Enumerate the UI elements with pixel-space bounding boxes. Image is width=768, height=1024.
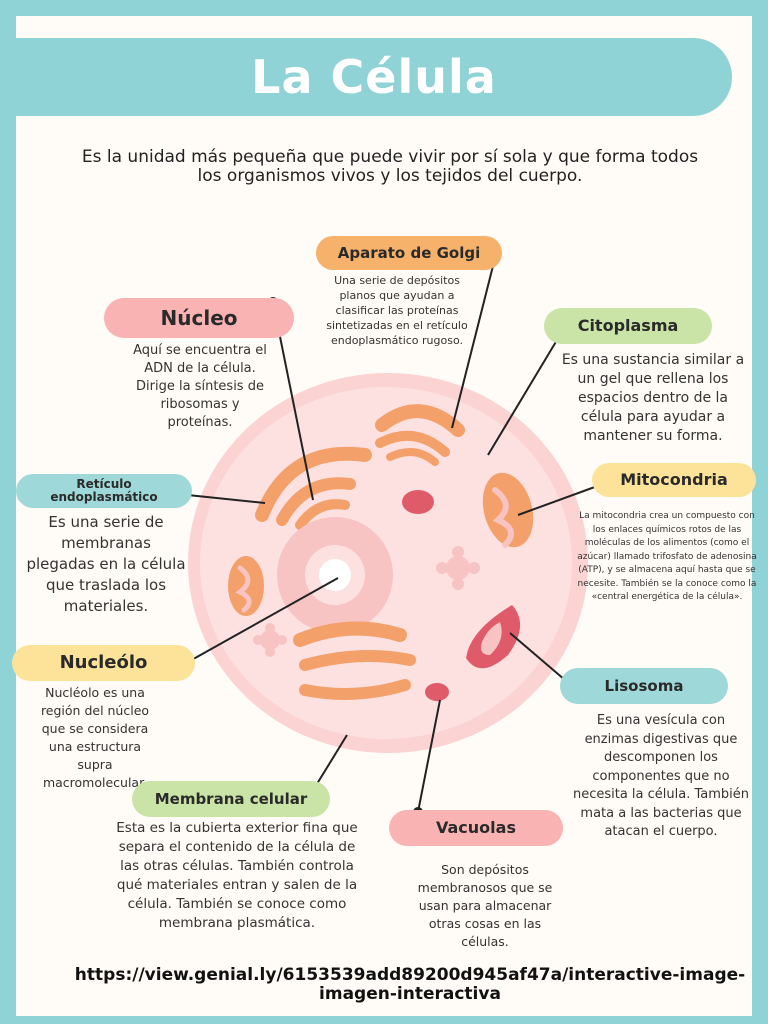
source-link[interactable]: https://view.genial.ly/6153539add89200d9…: [74, 965, 746, 1004]
label-vacuolas[interactable]: Vacuolas: [389, 810, 563, 846]
vacuole-shape: [425, 683, 449, 701]
label-citoplasma[interactable]: Citoplasma: [544, 308, 712, 344]
label-reticulo[interactable]: Retículo endoplasmático: [16, 474, 192, 508]
membrana-description: Esta es la cubierta exterior fina que se…: [116, 820, 358, 931]
label-mitocondria[interactable]: Mitocondria: [592, 463, 756, 497]
citoplasma-description: Es una sustancia similar a un gel que re…: [561, 352, 745, 444]
red-vesicle-shape: [402, 490, 434, 514]
reticulo-title: Retículo endoplasmático: [50, 477, 158, 504]
label-membrana[interactable]: Membrana celular: [132, 781, 330, 817]
intro-text: Es la unidad más pequeña que puede vivir…: [81, 147, 699, 186]
reticulo-description: Es una serie de membranas plegadas en la…: [26, 513, 186, 615]
nucleo-description: Aquí se encuentra el ADN de la célula. D…: [133, 343, 267, 430]
label-nucleo[interactable]: Núcleo: [104, 298, 294, 338]
title-banner: La Célula: [16, 38, 732, 116]
label-nucleolo[interactable]: Nucleólo: [12, 645, 195, 681]
vacuolas-description: Son depósitos membranosos que se usan pa…: [417, 862, 553, 949]
mitochondria-left-shape: [228, 556, 264, 616]
label-lisosoma[interactable]: Lisosoma: [560, 668, 728, 704]
mitocondria-title: Mitocondria: [620, 470, 728, 489]
nucleolus-core-shape: [319, 559, 351, 591]
golgi-shape: [375, 404, 465, 466]
nucleolo-description: Nucléolo es una región del núcleo que se…: [40, 685, 150, 790]
golgi-title: Aparato de Golgi: [337, 244, 481, 262]
rough-er-bottom-shape: [293, 621, 416, 700]
mitochondria-shape: [482, 472, 534, 548]
lisosoma-title: Lisosoma: [604, 677, 684, 695]
mitocondria-description: La mitocondria crea un compuesto con los…: [577, 511, 757, 602]
page-title: La Célula: [251, 50, 497, 104]
lysosome-shape: [466, 605, 521, 669]
centrosome-shape: [253, 546, 480, 657]
label-golgi[interactable]: Aparato de Golgi: [316, 236, 502, 270]
golgi-description: Una serie de depósitos planos que ayudan…: [326, 274, 468, 347]
nucleolo-title: Nucleólo: [59, 652, 148, 673]
membrana-title: Membrana celular: [154, 790, 308, 808]
citoplasma-title: Citoplasma: [577, 316, 679, 335]
nucleo-title: Núcleo: [160, 306, 238, 330]
lisosoma-description: Es una vesícula con enzimas digestivas q…: [572, 713, 750, 839]
vacuolas-title: Vacuolas: [436, 818, 516, 837]
